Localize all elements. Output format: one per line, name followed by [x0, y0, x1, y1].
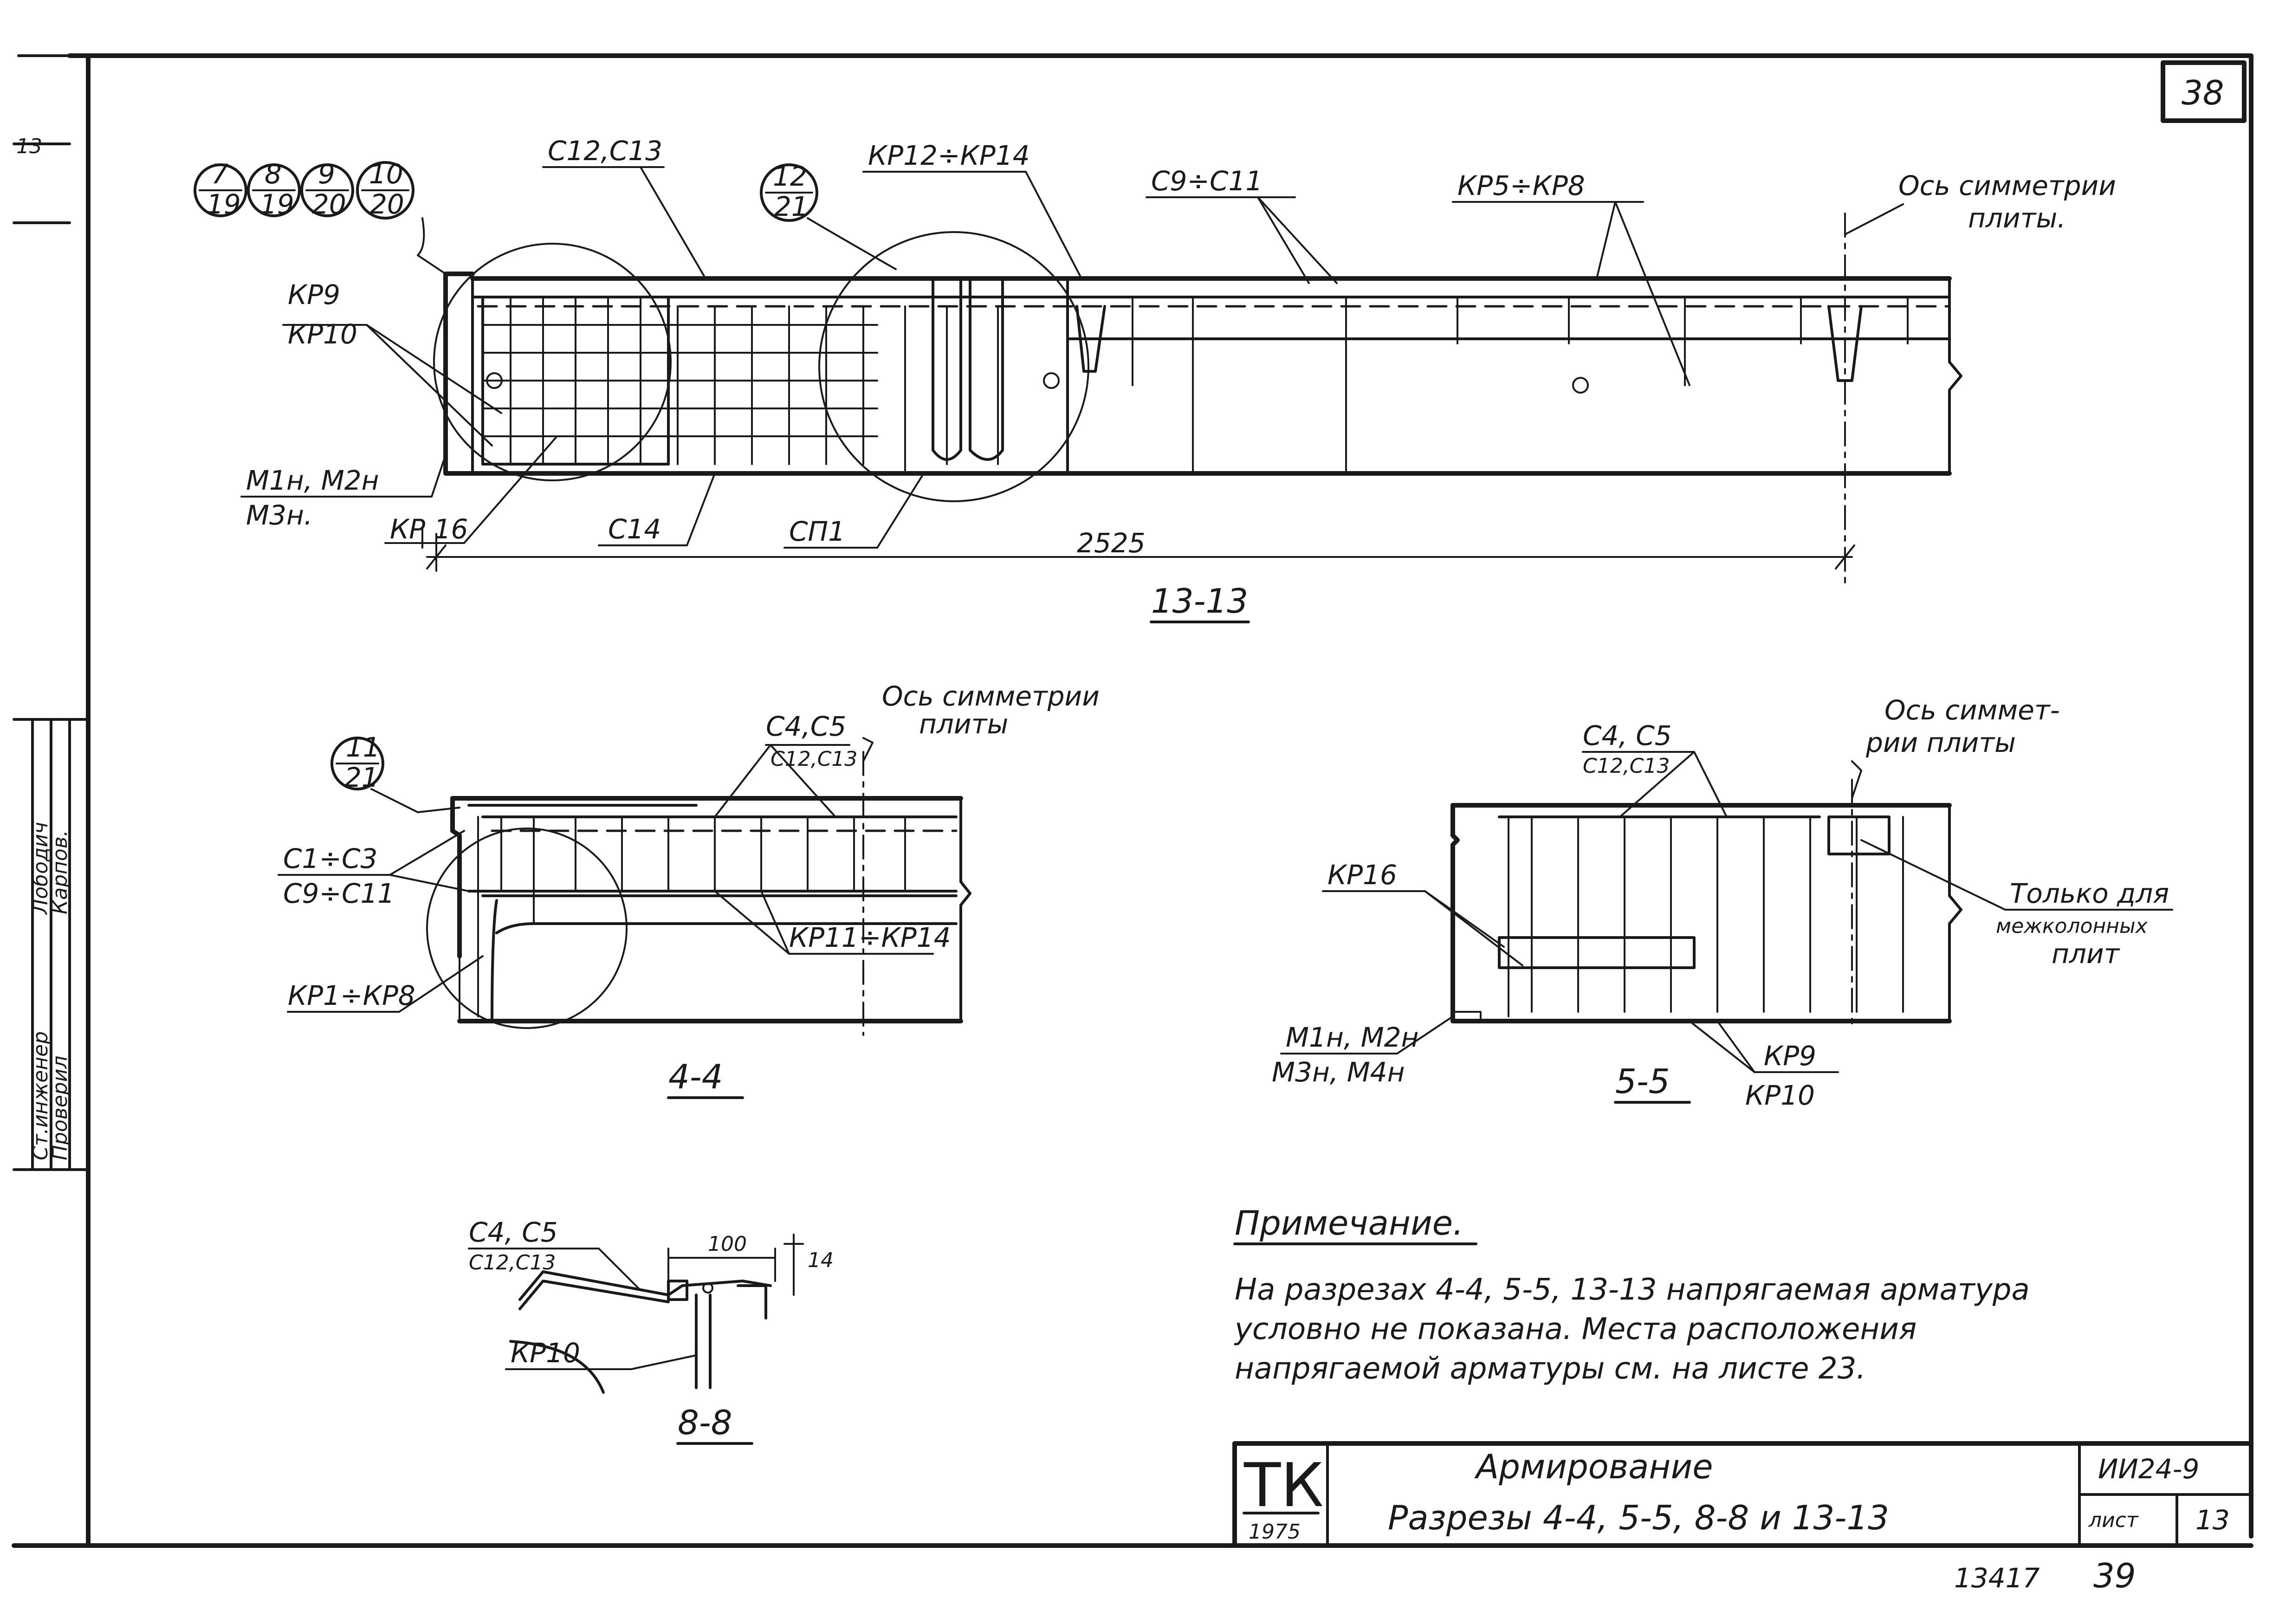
sheet-label: лист [2088, 1508, 2139, 1532]
note-line-3: напрягаемой арматуры см. на листе 23. [1235, 1352, 1866, 1386]
s55-only-3: плит [2052, 938, 2121, 970]
label-axis-1: Ось симметрии [1898, 170, 2116, 201]
left-name-1: Лободич [29, 822, 52, 915]
label-m3n: М3н. [246, 499, 312, 531]
s88-label-c4-c5: С4, С5 [469, 1216, 558, 1248]
callout-10-num: 10 [369, 158, 403, 190]
label-kp5-kp8: КР5÷КР8 [1457, 170, 1585, 201]
label-c12-c13: С12,С13 [548, 135, 662, 167]
section-13-13 [240, 166, 1962, 623]
s55-only-2: межколонных [1996, 914, 2148, 938]
label-kp16: КР 16 [390, 513, 468, 545]
s55-label-kp9: КР9 [1764, 1040, 1816, 1072]
callout-11-num: 11 [346, 731, 380, 763]
s55-label-m1n-m2n: М1н, М2н [1286, 1022, 1419, 1053]
title-line-2: Разрезы 4-4, 5-5, 8-8 и 13-13 [1388, 1498, 1889, 1537]
label-kp12-kp14: КР12÷КР14 [868, 140, 1030, 171]
left-role-2: Проверил [48, 1055, 72, 1160]
callout-12-num: 12 [773, 161, 807, 192]
s44-axis-2: плиты [919, 708, 1008, 740]
left-strip [13, 142, 90, 1171]
s88-label-c12-c13: С12,С13 [469, 1251, 556, 1275]
title-year: 1975 [1249, 1520, 1301, 1544]
section-title-5-5: 5-5 [1615, 1062, 1670, 1101]
note-line-1: На разрезах 4-4, 5-5, 13-13 напрягаемая … [1235, 1273, 2030, 1307]
stamp-number: 13417 [1954, 1562, 2040, 1594]
s44-label-c12-c13: С12,С13 [770, 747, 857, 771]
callout-8-num: 8 [265, 158, 282, 190]
section-title-4-4: 4-4 [668, 1057, 723, 1096]
label-m1n-m2n: М1н, М2н [246, 465, 379, 496]
label-c14: С14 [608, 513, 661, 545]
dimension-2525: 2525 [1077, 527, 1146, 559]
series-code: ИИ24-9 [2098, 1453, 2199, 1485]
left-name-2: Карпов. [48, 830, 72, 914]
label-sp1: СП1 [789, 516, 845, 547]
sheet-number-top: 38 [2182, 73, 2224, 112]
s44-axis-1: Ось симметрии [882, 680, 1100, 712]
left-role-1: Ст.инженер [29, 1031, 52, 1160]
title-block [1232, 1441, 2253, 1548]
s55-label-c4-c5: С4, С5 [1583, 720, 1672, 751]
sheet-number-bottom: 39 [2093, 1556, 2136, 1595]
section-title-13-13: 13-13 [1151, 582, 1248, 621]
s55-label-c12-c13: С12,С13 [1583, 754, 1670, 778]
label-kp10: КР10 [288, 318, 357, 350]
label-kp9: КР9 [288, 279, 340, 311]
callout-7-den: 19 [207, 188, 241, 220]
s55-label-kp16: КР16 [1327, 859, 1397, 891]
callouts-13-13 [194, 161, 818, 222]
sheet-number: 13 [2195, 1504, 2230, 1536]
s44-label-c9-c11: С9÷С11 [283, 878, 395, 909]
sheet-frame [12, 53, 2253, 1548]
s55-label-m3n-m4n: М3н, М4н [1272, 1056, 1405, 1088]
s88-dim-14: 14 [808, 1249, 834, 1272]
title-line-1: Армирование [1474, 1447, 1713, 1486]
s55-label-kp10: КР10 [1745, 1080, 1815, 1111]
label-c9-c11: С9÷С11 [1151, 165, 1263, 197]
callout-11-den: 21 [344, 762, 379, 793]
callout-9-den: 20 [312, 188, 346, 220]
callout-8-den: 19 [260, 188, 294, 220]
tk-logo: ТК [1243, 1450, 1324, 1520]
s88-dim-100: 100 [708, 1232, 747, 1256]
s55-axis-2: рии плиты [1865, 727, 2016, 758]
callout-12-den: 21 [774, 191, 809, 222]
s44-label-kp11-kp14: КР11÷КР14 [789, 922, 951, 953]
callout-9-num: 9 [318, 158, 335, 190]
callout-10-den: 20 [370, 188, 404, 220]
s44-label-c1-c3: С1÷С3 [283, 843, 377, 874]
s55-axis-1: Ось симмет- [1884, 694, 2060, 726]
s44-label-kp1-kp8: КР1÷КР8 [288, 980, 415, 1011]
section-8-8 [468, 1234, 804, 1445]
label-axis-2: плиты. [1968, 202, 2066, 234]
note-line-2: условно не показана. Места расположения [1234, 1312, 1916, 1346]
s44-label-c4-c5: С4,С5 [766, 711, 846, 742]
section-4-4 [278, 737, 971, 1099]
note-heading: Примечание. [1235, 1203, 1463, 1242]
section-5-5 [1280, 751, 2173, 1104]
s55-only-1: Только для [2010, 878, 2169, 909]
callout-7-num: 7 [211, 158, 228, 190]
s88-label-kp10: КР10 [511, 1337, 580, 1369]
section-title-8-8: 8-8 [678, 1403, 732, 1442]
side-fragment: 13 [16, 135, 42, 158]
